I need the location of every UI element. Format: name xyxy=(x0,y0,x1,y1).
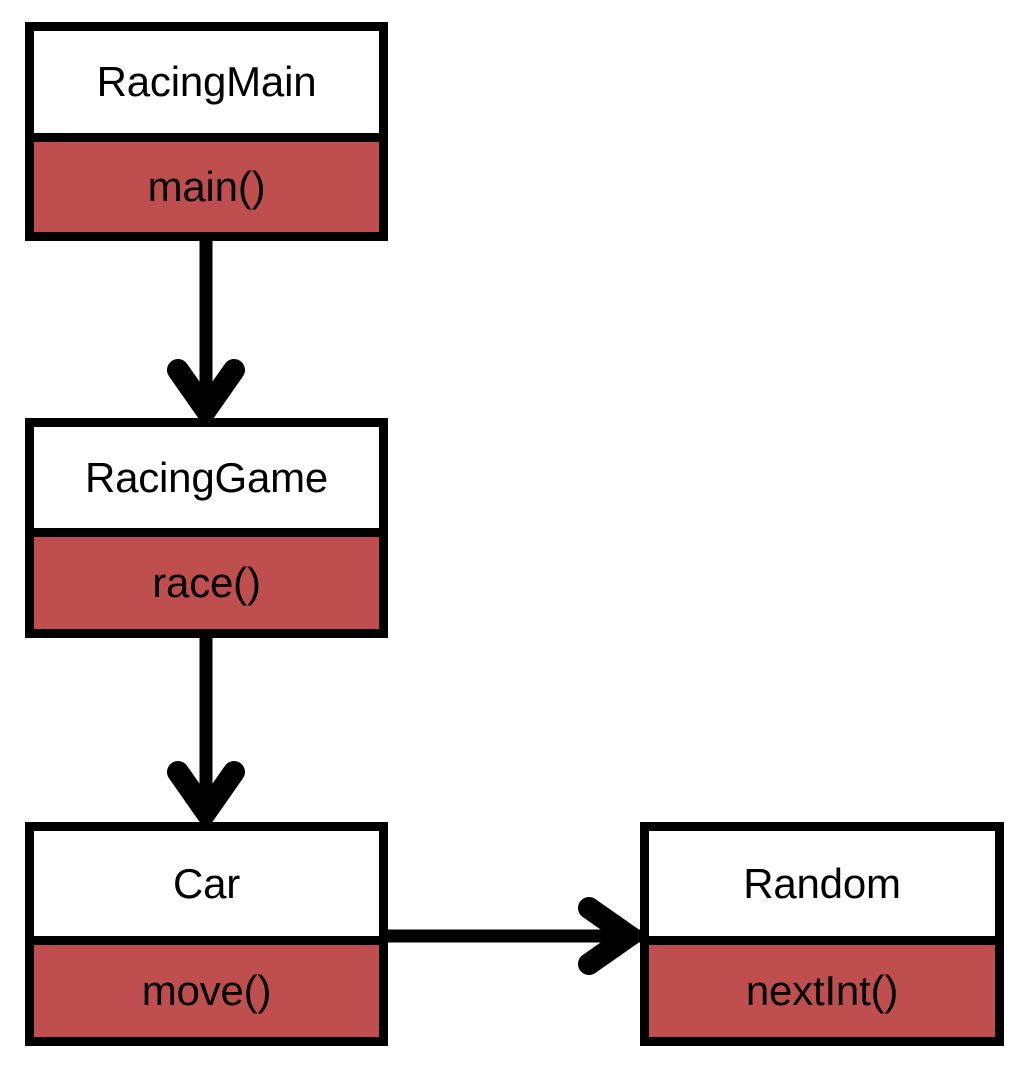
class-method-car: move() xyxy=(34,936,379,1037)
class-method-racinggame: race() xyxy=(34,528,379,629)
class-box-racingmain[interactable]: RacingMain main() xyxy=(25,22,388,241)
class-method-racingmain: main() xyxy=(34,133,379,232)
class-box-racinggame[interactable]: RacingGame race() xyxy=(25,418,388,638)
class-method-random: nextInt() xyxy=(649,936,995,1037)
arrow-racingmain-to-racinggame xyxy=(167,241,245,430)
class-name-racingmain: RacingMain xyxy=(34,31,379,133)
class-box-random[interactable]: Random nextInt() xyxy=(640,822,1004,1046)
class-box-car[interactable]: Car move() xyxy=(25,822,388,1046)
arrow-car-to-random xyxy=(388,897,649,975)
class-name-racinggame: RacingGame xyxy=(34,427,379,528)
class-name-car: Car xyxy=(34,831,379,936)
arrow-racinggame-to-car xyxy=(167,638,245,832)
class-name-random: Random xyxy=(649,831,995,936)
